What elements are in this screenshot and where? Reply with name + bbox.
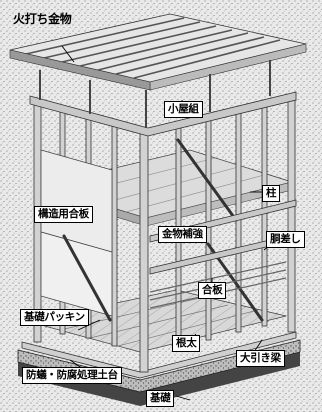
label-ohikibari: 大引き梁 xyxy=(236,350,285,367)
label-dousashi: 胴差し xyxy=(266,231,305,248)
label-kiso: 基礎 xyxy=(146,390,175,407)
label-kanamono-hokyou: 金物補強 xyxy=(158,226,207,243)
structural-plywood-panel xyxy=(40,149,113,317)
label-boui-boufu-dodai: 防蟻・防腐処理土台 xyxy=(22,367,122,384)
roof-framing xyxy=(9,13,307,128)
label-kiso-packing: 基礎パッキン xyxy=(20,309,89,326)
label-hiuchi-kanamono: 火打ち金物 xyxy=(13,12,72,26)
label-hashira: 柱 xyxy=(262,185,281,202)
label-kouzouyou-gouban: 構造用合板 xyxy=(34,206,93,223)
label-gouban: 合板 xyxy=(198,282,227,299)
label-neda: 根太 xyxy=(172,335,201,352)
label-koyagumi: 小屋組 xyxy=(164,101,203,118)
